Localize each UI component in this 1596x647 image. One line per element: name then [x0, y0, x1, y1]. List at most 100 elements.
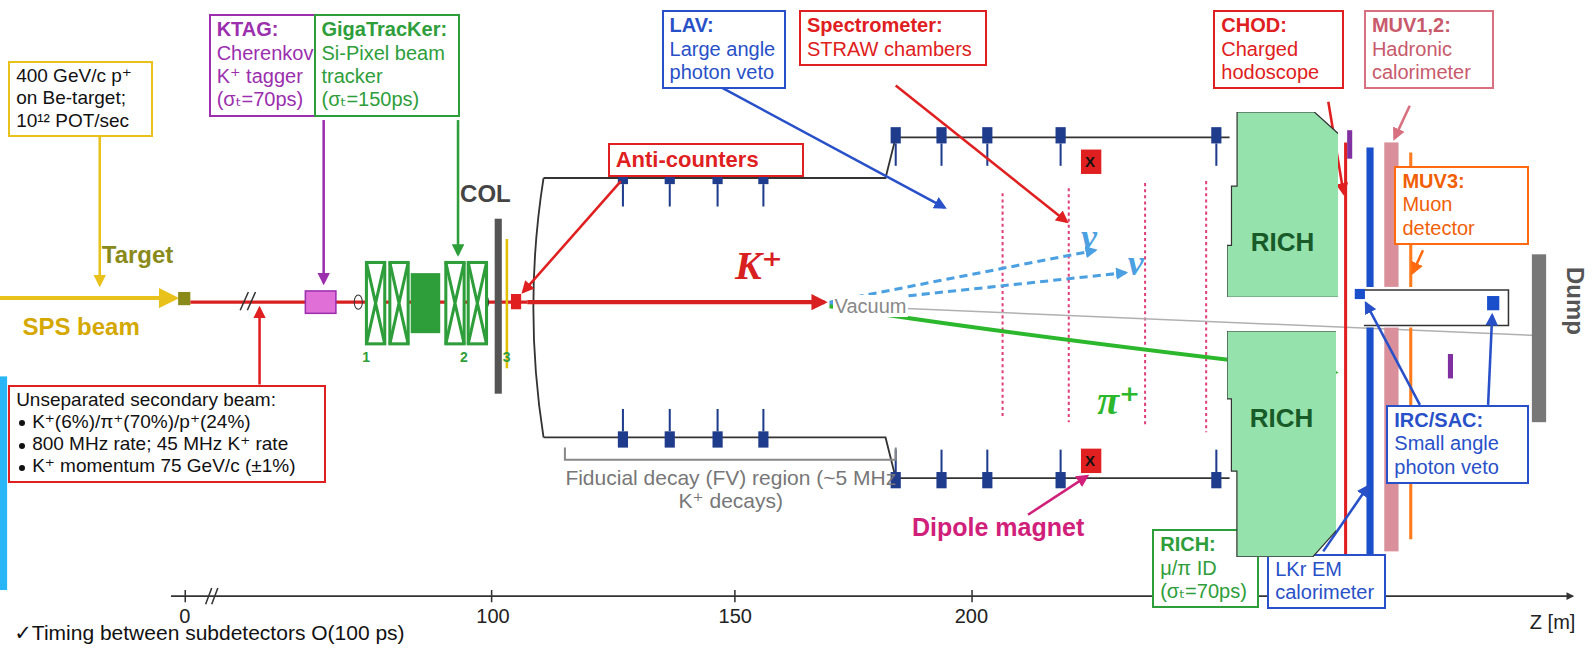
- leader-lines: [98, 126, 101, 285]
- box-heading: CHOD:: [1221, 14, 1335, 37]
- lav-rings: [982, 472, 992, 488]
- downstream-detectors: [1532, 254, 1546, 422]
- lav-rings: [1211, 472, 1221, 488]
- leader-lines: [896, 85, 1067, 221]
- lav-rings: [1056, 472, 1066, 488]
- collimator-label: COL: [460, 181, 511, 207]
- z-axis: [206, 588, 218, 604]
- straw-chambers: [1144, 183, 1146, 427]
- box-heading: Spectrometer:: [807, 14, 979, 37]
- edge-bar: [0, 376, 7, 590]
- rich-outline: [1227, 331, 1337, 557]
- leader-lines: [1366, 303, 1420, 405]
- gtk-magnets: [366, 262, 486, 343]
- lav-rings: [936, 127, 946, 143]
- vacuum-tank: [533, 178, 543, 437]
- box-text: μ/π ID (σₜ=70ps): [1160, 557, 1251, 604]
- box-heading: GigaTracKer:: [322, 18, 452, 41]
- region-label: Vacuum: [833, 295, 909, 317]
- lav-rings: [618, 431, 628, 447]
- gtk-magnets: [446, 262, 464, 343]
- box-heading: KTAG:: [217, 18, 318, 41]
- downstream-detectors: [1344, 142, 1347, 554]
- box-text: Muon detector: [1402, 193, 1520, 240]
- beamline: [0, 219, 527, 394]
- gtk-magnets: [446, 262, 464, 343]
- callout-box: LAV:Large angle photon veto: [662, 10, 786, 89]
- leader-lines: [258, 308, 261, 384]
- callout-box: 400 GeV/c p⁺ on Be-target; 10¹² POT/sec: [8, 61, 153, 137]
- leader-lines: [322, 120, 325, 283]
- note: ✓Timing between subdetectors O(100 ps): [14, 621, 404, 644]
- lav-rings: [758, 431, 768, 447]
- vacuum-tank: [544, 137, 1230, 178]
- gtk-magnets: [366, 262, 384, 343]
- lav-rings: [717, 409, 719, 431]
- lav-rings: [1215, 143, 1217, 165]
- gtk-magnets: [468, 262, 486, 343]
- rich-outline: [1227, 331, 1337, 557]
- box-text: 400 GeV/c p⁺ on Be-target; 10¹² POT/sec: [16, 65, 145, 132]
- lav-rings: [1211, 127, 1221, 143]
- leader-lines: [523, 181, 621, 292]
- straw-chambers: [1002, 193, 1004, 419]
- axis-title: Z [m]: [1530, 611, 1576, 633]
- rich-vessel: RICH: [1227, 112, 1339, 297]
- fiducial-bracket: [565, 448, 896, 460]
- callout-number: 1: [362, 350, 370, 365]
- leader-lines: [1413, 250, 1423, 272]
- lav-rings: [1060, 143, 1062, 165]
- particle-label: ν: [1128, 244, 1144, 284]
- lav-rings: [941, 450, 943, 472]
- lav-rings: [891, 127, 901, 143]
- downstream-detectors: [1347, 130, 1352, 158]
- straw-chambers: [1068, 188, 1070, 422]
- downstream-detectors: [1366, 148, 1373, 555]
- gtk-magnets: [412, 275, 438, 332]
- dipole-magnet: [1081, 150, 1101, 474]
- detector-name: RICH: [1227, 403, 1337, 434]
- callout-number: 3: [503, 350, 511, 365]
- lav-rings: [762, 184, 764, 206]
- rich-outline: [1227, 112, 1339, 297]
- gtk-magnets: [366, 262, 384, 343]
- straw-chambers: [1205, 181, 1207, 432]
- axis-tick: 100: [476, 605, 509, 627]
- box-text: Cherenkov K⁺ tagger (σₜ=70ps): [217, 42, 318, 112]
- lav-rings: [941, 143, 943, 165]
- beamline: [506, 239, 509, 368]
- downstream-detectors: [1364, 290, 1509, 326]
- decay-tracks: [527, 300, 824, 304]
- box-heading: IRC/SAC:: [1394, 409, 1521, 432]
- box-text: Hadronic calorimeter: [1372, 38, 1486, 85]
- callout-box: MUV1,2:Hadronic calorimeter: [1364, 10, 1494, 89]
- beamline: [354, 295, 362, 309]
- lav-rings: [669, 409, 671, 431]
- box-text: LKr EM calorimeter: [1275, 558, 1378, 605]
- rich-vessel: RICH: [1227, 331, 1337, 557]
- box-text: STRAW chambers: [807, 38, 979, 61]
- lav-rings: [986, 450, 988, 472]
- dipole-magnet: [1081, 150, 1101, 174]
- lav-rings: [717, 184, 719, 206]
- target-label: Target: [102, 242, 174, 268]
- callout-box: GigaTracKer:Si-Pixel beam tracker (σₜ=15…: [314, 14, 460, 117]
- lav-rings: [622, 184, 624, 206]
- magnet-mark: X: [1085, 154, 1095, 171]
- particle-label: π⁺: [1097, 379, 1140, 423]
- gtk-magnets: [390, 262, 408, 343]
- lav-rings: [936, 472, 946, 488]
- box-heading: Anti-counters: [616, 147, 796, 173]
- particle-label: K⁺: [735, 244, 783, 288]
- lav-rings: [1215, 450, 1217, 472]
- callout-box: KTAG:Cherenkov K⁺ tagger (σₜ=70ps): [209, 14, 326, 117]
- leader-lines: [1394, 106, 1409, 139]
- box-text: K⁺(6%)/π⁺(70%)/p⁺(24%): [16, 411, 318, 433]
- axis-tick: 150: [719, 605, 752, 627]
- particle-label: ν: [1081, 218, 1097, 258]
- lav-rings: [1056, 127, 1066, 143]
- box-text: K⁺ momentum 75 GeV/c (±1%): [16, 455, 318, 477]
- part-label: Dipole magnet: [912, 514, 1084, 542]
- lav-rings: [665, 431, 675, 447]
